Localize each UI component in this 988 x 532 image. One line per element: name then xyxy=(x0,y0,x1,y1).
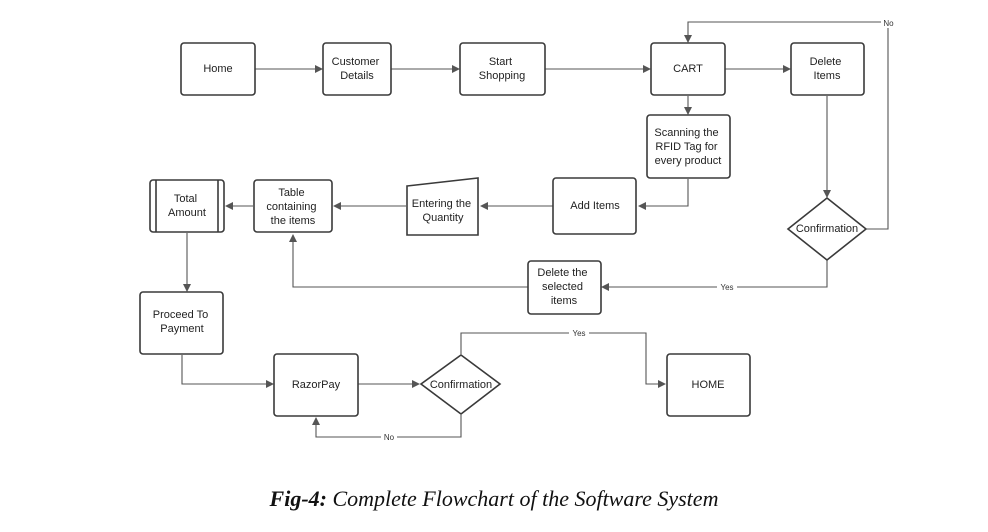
label-cart: CART xyxy=(673,63,703,75)
edge-label-delete-yes: Yes xyxy=(720,283,733,292)
node-start-shopping xyxy=(459,42,546,96)
edge-delete-table xyxy=(289,234,528,288)
node-add-items xyxy=(552,177,637,235)
node-cart xyxy=(650,42,726,96)
edge-label-delete-no: No xyxy=(883,19,894,28)
edge-proceed-razorpay xyxy=(181,355,274,388)
node-confirmation-delete xyxy=(786,196,868,262)
edge-confirmation-yes-home xyxy=(460,332,666,388)
node-proceed-payment xyxy=(139,291,224,355)
node-scanning xyxy=(646,114,731,179)
edge-confirmation-yes-delete xyxy=(601,260,828,291)
label-table-items: Table containing the items xyxy=(266,187,319,227)
label-confirmation-payment: Confirmation xyxy=(430,379,492,391)
node-labels: Home Customer Details Start Shopping CAR… xyxy=(153,56,858,391)
label-delete-items: Delete Items xyxy=(810,56,845,82)
nodes xyxy=(139,42,868,417)
node-home xyxy=(180,42,256,96)
label-razorpay: RazorPay xyxy=(292,379,341,391)
node-razorpay xyxy=(273,353,359,417)
label-add-items: Add Items xyxy=(570,200,620,212)
label-total-amount: Total Amount xyxy=(168,193,206,219)
node-delete-items xyxy=(790,42,865,96)
node-delete-selected xyxy=(527,260,602,315)
label-home: Home xyxy=(203,63,232,75)
label-start-shopping: Start Shopping xyxy=(479,56,526,82)
label-delete-selected: Delete the selected items xyxy=(537,267,590,307)
node-total-amount xyxy=(149,179,225,233)
label-proceed-payment: Proceed To Payment xyxy=(153,309,212,335)
edge-label-payment-no: No xyxy=(384,433,395,442)
node-entering-quantity xyxy=(406,177,479,236)
label-scanning: Scanning the RFID Tag for every product xyxy=(654,127,721,167)
node-home-end xyxy=(666,353,751,417)
label-customer-details: Customer Details xyxy=(332,56,383,82)
node-confirmation-payment xyxy=(419,354,502,416)
edge-label-payment-yes: Yes xyxy=(572,329,585,338)
edge-labels: No Yes Yes No xyxy=(381,19,896,442)
edge-scanning-add xyxy=(638,179,689,210)
node-table-items xyxy=(253,179,333,233)
figure-caption-label: Fig-4: xyxy=(269,486,327,511)
node-customer-details xyxy=(322,42,392,96)
label-confirmation-delete: Confirmation xyxy=(796,223,858,235)
figure-caption: Fig-4: Complete Flowchart of the Softwar… xyxy=(0,486,988,512)
label-entering-quantity: Entering the Quantity xyxy=(412,198,474,224)
figure-caption-text: Complete Flowchart of the Software Syste… xyxy=(326,486,719,511)
label-home-end: HOME xyxy=(692,379,725,391)
